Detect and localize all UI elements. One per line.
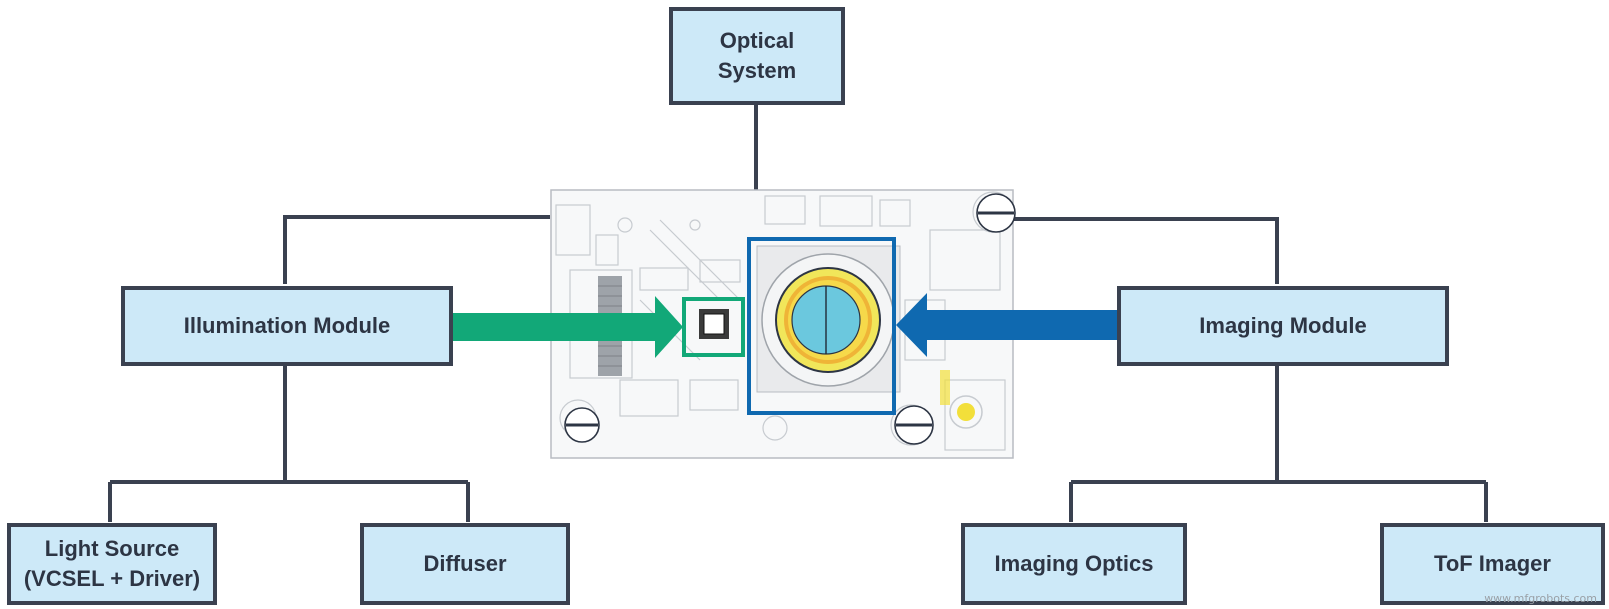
imaging-module-box: Imaging Module: [1117, 286, 1449, 366]
illumination-arrow: [452, 296, 683, 358]
watermark: www.mfgrobots.com: [1484, 592, 1597, 605]
imaging-optics-box: Imaging Optics: [961, 523, 1187, 605]
connector-board-to-illumination: [283, 215, 550, 284]
diffuser-box: Diffuser: [360, 523, 570, 605]
illumination-module-box: Illumination Module: [121, 286, 453, 366]
optical-system-box: Optical System: [669, 7, 845, 105]
connector-illumination-to-children: [108, 363, 470, 522]
tof-imager-box: ToF Imager: [1380, 523, 1605, 605]
illumination-highlight-frame: [682, 297, 745, 357]
imaging-highlight-frame: [747, 237, 896, 415]
connector-lines: [108, 104, 1488, 522]
connector-imaging-to-children: [1069, 363, 1488, 522]
connector-board-to-imaging: [1010, 217, 1279, 284]
imaging-arrow: [896, 293, 1119, 357]
light-source-box: Light Source (VCSEL + Driver): [7, 523, 217, 605]
